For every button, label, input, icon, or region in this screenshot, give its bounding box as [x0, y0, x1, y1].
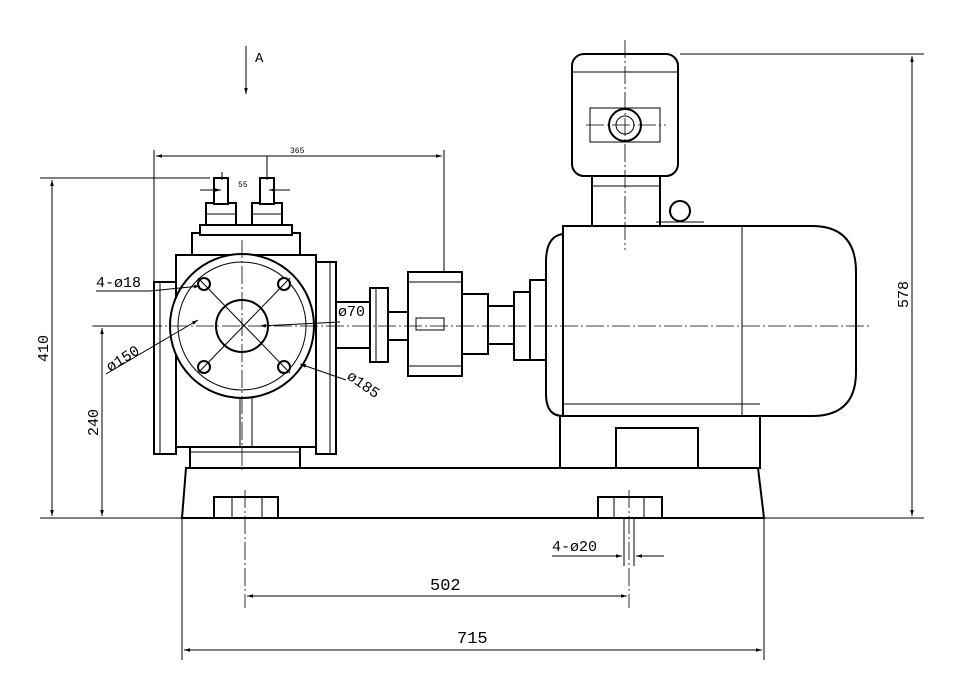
dim-4-holes-18: 4-ø18: [96, 275, 141, 292]
view-label-a: A: [255, 51, 264, 67]
extension-lines: [40, 53, 924, 660]
dim-715: 715: [457, 630, 488, 649]
dim-410: 410: [36, 335, 53, 362]
dim-4-holes-20: 4-ø20: [552, 539, 597, 556]
coupling: [335, 271, 547, 377]
dimension-lines: [50, 46, 914, 652]
center-lines: [92, 40, 870, 608]
motor: [545, 53, 857, 469]
base-plate: [180, 467, 766, 519]
dim-502: 502: [430, 577, 461, 596]
dim-diameter-150: ø150: [104, 343, 144, 377]
dim-240: 240: [86, 409, 103, 436]
dim-diameter-185: ø185: [343, 368, 382, 403]
dim-365: 365: [290, 147, 305, 156]
dim-diameter-70: ø70: [338, 304, 365, 321]
dim-55: 55: [238, 181, 248, 190]
dim-578: 578: [896, 281, 913, 308]
